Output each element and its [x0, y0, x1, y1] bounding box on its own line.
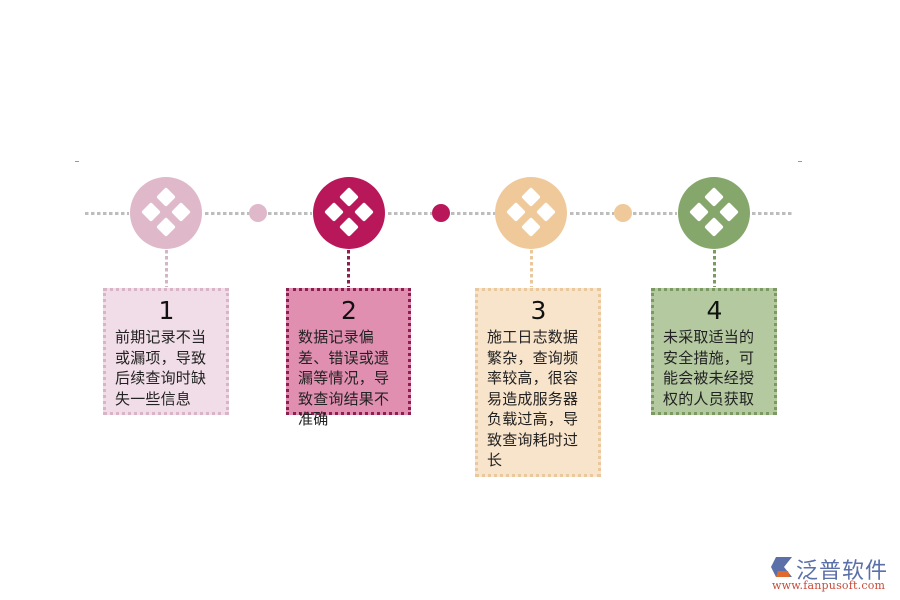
logo-url: www.fanpusoft.com — [772, 579, 886, 592]
timeline-line — [451, 212, 495, 215]
timeline-line — [268, 212, 312, 215]
step-1-card: 1 前期记录不当或漏项，导致后续查询时缺失一些信息 — [103, 288, 229, 415]
step-2-card: 2 数据记录偏差、错误或遗漏等情况，导致查询结果不准确 — [286, 288, 411, 428]
step-3-circle — [495, 177, 567, 249]
step-number: 2 — [341, 296, 357, 325]
timeline-line — [388, 212, 432, 215]
step-description: 未采取适当的安全措施，可能会被未经授权的人员获取 — [663, 328, 755, 408]
connector-dot — [432, 204, 450, 222]
step-description: 数据记录偏差、错误或遗漏等情况，导致查询结果不准确 — [298, 328, 390, 428]
corner-mark — [75, 161, 79, 162]
timeline-line — [633, 212, 677, 215]
step-4-connector — [713, 250, 716, 287]
step-1-circle — [130, 177, 202, 249]
step-description: 前期记录不当或漏项，导致后续查询时缺失一些信息 — [115, 328, 207, 408]
step-2-connector — [347, 250, 350, 287]
step-number: 3 — [530, 296, 547, 325]
step-4-circle — [678, 177, 750, 249]
step-number: 1 — [158, 296, 175, 325]
connector-dot — [249, 204, 267, 222]
corner-mark — [798, 161, 802, 162]
step-description: 施工日志数据繁杂，查询频率较高，很容易造成服务器负载过高，导致查询耗时过长 — [487, 328, 579, 469]
step-3-connector — [530, 250, 533, 287]
timeline-line — [205, 212, 249, 215]
step-4-card: 4 未采取适当的安全措施，可能会被未经授权的人员获取 — [651, 288, 777, 415]
logo-mark-icon — [771, 557, 792, 577]
timeline-line — [752, 212, 794, 215]
step-number: 4 — [706, 296, 723, 325]
timeline-line — [570, 212, 614, 215]
step-2-circle — [313, 177, 385, 249]
timeline-line — [85, 212, 129, 215]
step-1-connector — [165, 250, 168, 287]
step-3-card: 3 施工日志数据繁杂，查询频率较高，很容易造成服务器负载过高，导致查询耗时过长 — [475, 288, 601, 477]
brand-logo: 泛普软件 www.fanpusoft.com — [770, 553, 892, 593]
connector-dot — [614, 204, 632, 222]
logo-name: 泛普软件 — [796, 559, 889, 584]
